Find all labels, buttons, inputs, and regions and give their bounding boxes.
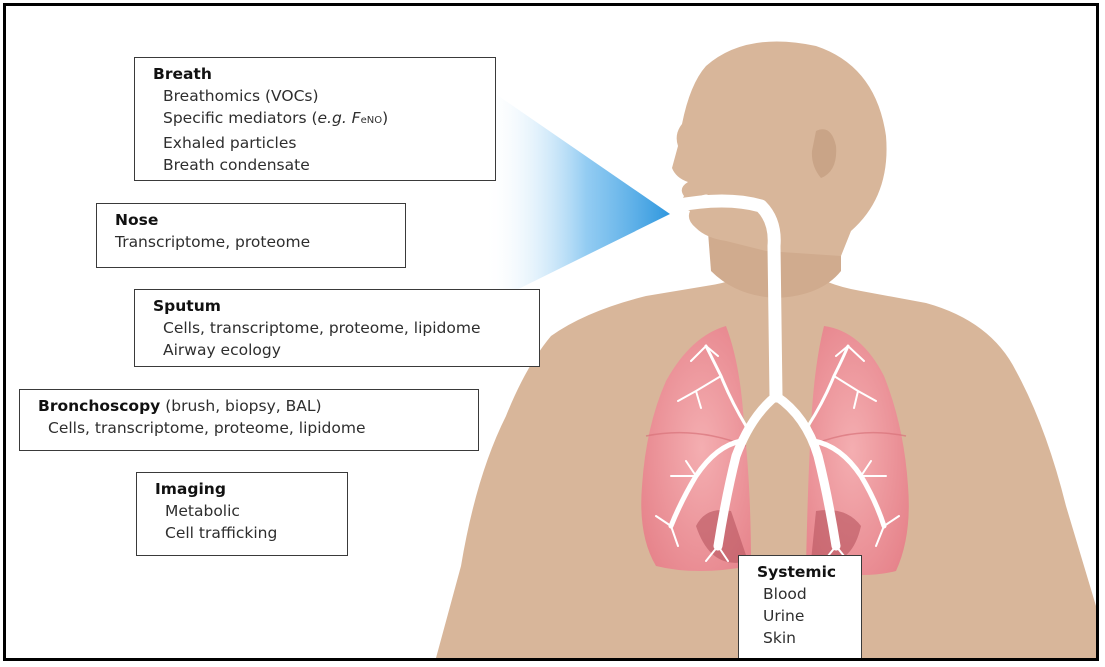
mediators-suffix: ) bbox=[382, 109, 388, 127]
bronchoscopy-title-note: (brush, biopsy, BAL) bbox=[160, 397, 321, 415]
nose-item: Transcriptome, proteome bbox=[115, 231, 395, 253]
imaging-item: Cell trafficking bbox=[155, 522, 337, 544]
sputum-item: Cells, transcriptome, proteome, lipidome bbox=[153, 317, 529, 339]
figure-frame: Breath Breathomics (VOCs) Specific media… bbox=[3, 3, 1099, 661]
mediators-prefix: Specific mediators ( bbox=[163, 109, 318, 127]
systemic-item: Skin bbox=[757, 627, 851, 649]
bronchoscopy-heading: Bronchoscopy (brush, biopsy, BAL) bbox=[38, 395, 468, 417]
imaging-box: Imaging Metabolic Cell trafficking bbox=[136, 472, 348, 556]
sputum-title: Sputum bbox=[153, 295, 529, 317]
breath-cone bbox=[484, 86, 670, 306]
mediators-eg: e.g. F bbox=[318, 109, 361, 127]
sputum-item: Airway ecology bbox=[153, 339, 529, 361]
systemic-item: Blood bbox=[757, 583, 851, 605]
bronchoscopy-title: Bronchoscopy bbox=[38, 397, 160, 415]
breath-item: Breath condensate bbox=[153, 154, 485, 176]
systemic-title: Systemic bbox=[757, 561, 851, 583]
breath-item-mediators: Specific mediators (e.g. FeNO) bbox=[153, 107, 485, 132]
systemic-box: Systemic Blood Urine Skin bbox=[738, 555, 862, 661]
breath-item: Breathomics (VOCs) bbox=[153, 85, 485, 107]
head-silhouette bbox=[672, 42, 887, 257]
breath-box: Breath Breathomics (VOCs) Specific media… bbox=[134, 57, 496, 181]
nose-box: Nose Transcriptome, proteome bbox=[96, 203, 406, 268]
imaging-item: Metabolic bbox=[155, 500, 337, 522]
breath-item: Exhaled particles bbox=[153, 132, 485, 154]
sputum-box: Sputum Cells, transcriptome, proteome, l… bbox=[134, 289, 540, 367]
mediators-sub: eNO bbox=[361, 115, 383, 126]
bronchoscopy-item: Cells, transcriptome, proteome, lipidome bbox=[38, 417, 468, 439]
systemic-item: Urine bbox=[757, 605, 851, 627]
imaging-title: Imaging bbox=[155, 478, 337, 500]
nose-title: Nose bbox=[115, 209, 395, 231]
breath-title: Breath bbox=[153, 63, 485, 85]
bronchoscopy-box: Bronchoscopy (brush, biopsy, BAL) Cells,… bbox=[19, 389, 479, 451]
